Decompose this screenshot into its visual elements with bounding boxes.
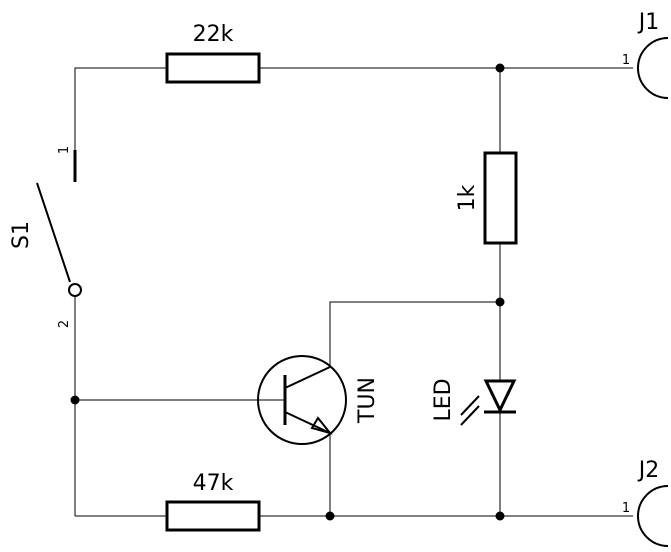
led-emission-2 [460, 405, 480, 426]
connector-j2 [637, 485, 669, 547]
led-label: LED [431, 378, 456, 421]
led-triangle [483, 379, 517, 414]
resistor-47k-label: 47k [193, 471, 234, 496]
resistor-47k [165, 500, 261, 532]
switch-pin1: 1 [57, 146, 72, 154]
junction-dot [495, 511, 505, 521]
led-emission-1 [460, 395, 480, 416]
switch-lever [36, 182, 71, 283]
transistor-collector-leg [284, 366, 331, 389]
connector-j2-label: J2 [637, 458, 660, 483]
switch-label: S1 [9, 221, 34, 249]
transistor-circle [257, 355, 347, 445]
wire-top-left [74, 67, 167, 150]
connector-j2-pin: 1 [622, 501, 630, 516]
resistor-1k-label: 1k [455, 184, 480, 211]
junction-dot [495, 297, 505, 307]
transistor-emitter-leg [284, 411, 331, 434]
transistor-label: TUN [355, 377, 380, 424]
transistor [257, 355, 347, 445]
resistor-1k [483, 151, 518, 245]
transistor-emitter-arrow [310, 416, 333, 435]
connector-j1 [637, 37, 669, 99]
switch-pivot [68, 283, 82, 297]
junction-dot [70, 395, 80, 405]
resistor-22k [165, 52, 261, 84]
led [460, 379, 517, 426]
resistor-22k-label: 22k [193, 22, 234, 47]
connector-j1-pin: 1 [622, 53, 630, 68]
junction-dot [495, 63, 505, 73]
junction-dot [325, 511, 335, 521]
switch-pin2: 2 [57, 320, 72, 328]
switch-s1 [36, 150, 82, 297]
connector-j1-label: J1 [637, 10, 660, 35]
wire-collector [329, 301, 500, 367]
